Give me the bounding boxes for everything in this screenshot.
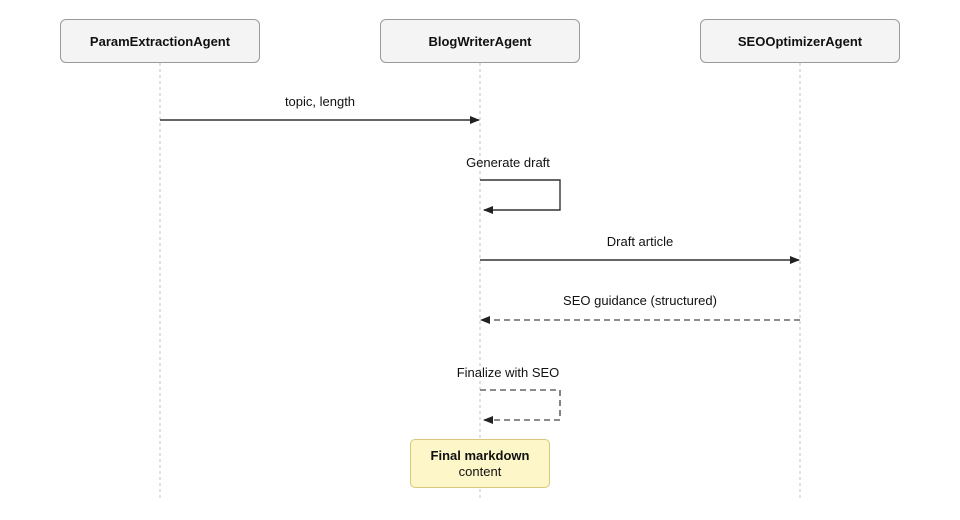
- actor-seo-optimizer-agent: SEOOptimizerAgent: [700, 19, 900, 63]
- message-label-seo-guidance: SEO guidance (structured): [563, 293, 717, 308]
- actor-param-extraction-agent: ParamExtractionAgent: [60, 19, 260, 63]
- actor-label: ParamExtractionAgent: [89, 33, 231, 49]
- note-title: Final markdown: [430, 447, 530, 463]
- actor-label: BlogWriterAgent: [428, 33, 532, 49]
- final-output-note: Final markdown content: [410, 439, 550, 488]
- message-arrow-5: [480, 389, 561, 424]
- message-arrow-2: [480, 179, 561, 214]
- message-label-topic-length: topic, length: [284, 94, 356, 109]
- note-text: content: [458, 463, 502, 479]
- message-label-finalize-with-seo: Finalize with SEO: [456, 365, 560, 380]
- message-label-generate-draft: Generate draft: [466, 155, 550, 170]
- actor-blog-writer-agent: BlogWriterAgent: [380, 19, 580, 63]
- message-label-draft-article: Draft article: [606, 234, 674, 249]
- actor-label: SEOOptimizerAgent: [737, 33, 863, 49]
